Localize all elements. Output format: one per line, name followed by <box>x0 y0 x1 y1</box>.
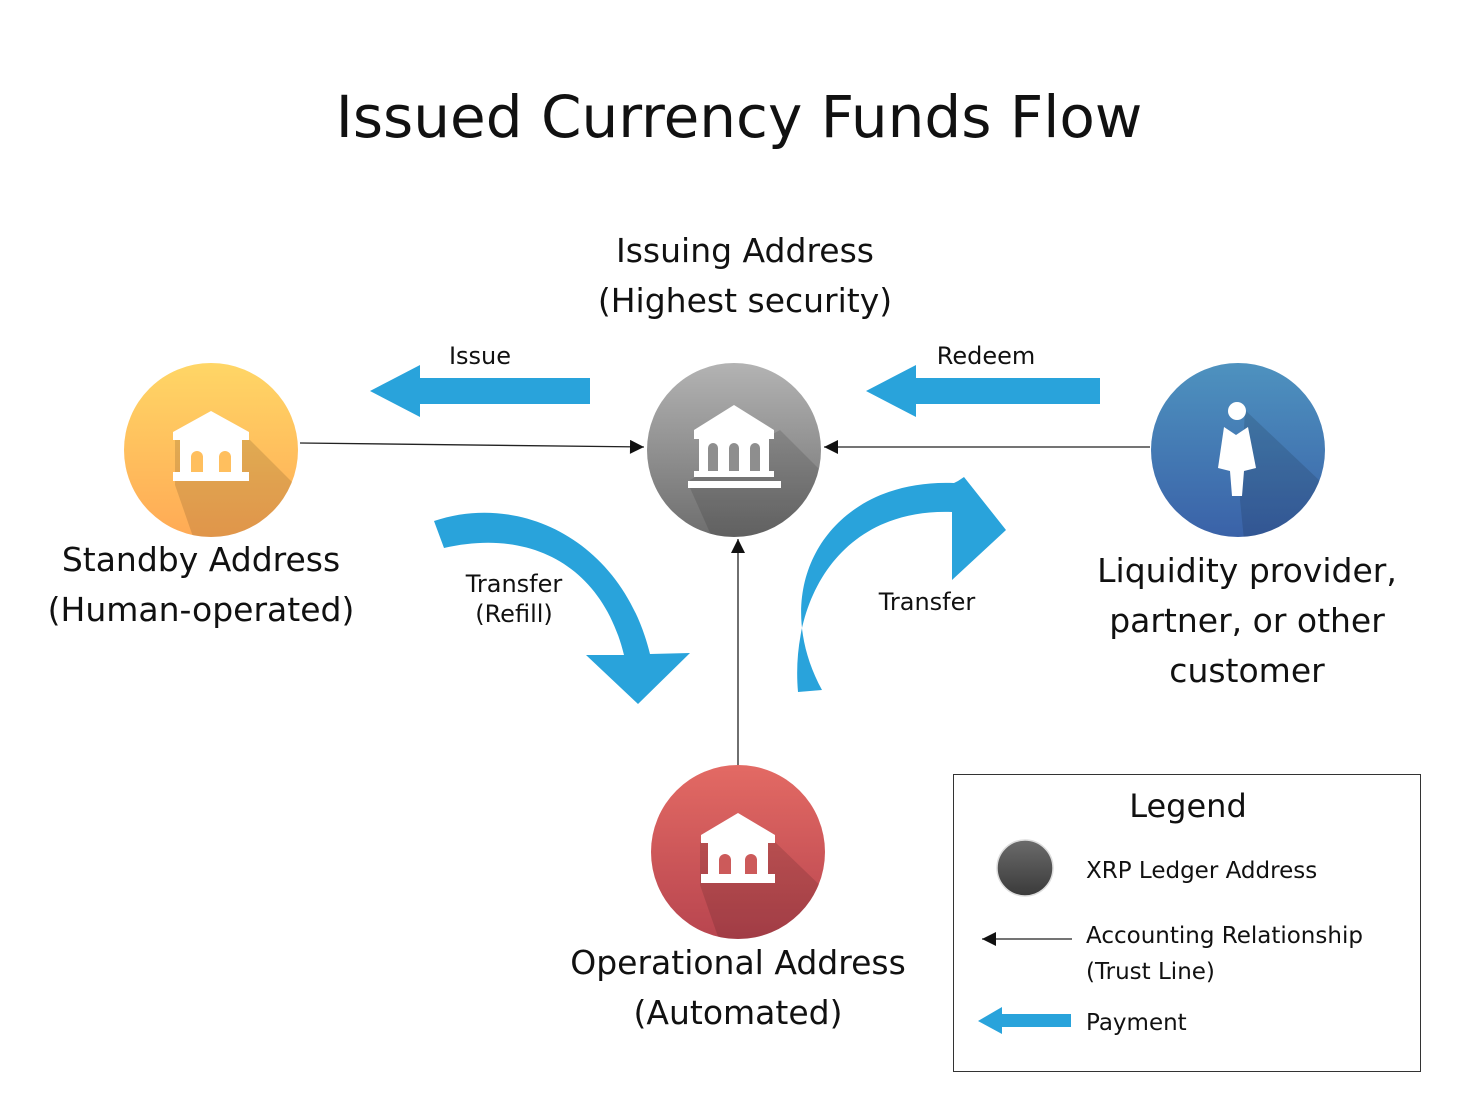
legend-trust-line-label: Accounting Relationship (Trust Line) <box>1086 918 1363 990</box>
operational-label-line2: (Automated) <box>633 993 843 1032</box>
standby-address-label: Standby Address (Human-operated) <box>0 535 402 635</box>
issuing-address-label: Issuing Address (Highest security) <box>545 226 945 326</box>
standby-address-node[interactable] <box>124 363 300 600</box>
legend-title: Legend <box>1129 787 1247 825</box>
operational-address-node[interactable] <box>651 765 830 1000</box>
redeem-label: Redeem <box>936 342 1036 370</box>
transfer-refill-arrow <box>434 512 690 704</box>
liquidity-label-line1: Liquidity provider, <box>1097 551 1397 590</box>
issuing-address-node[interactable] <box>647 363 830 600</box>
bank-icon <box>701 813 775 883</box>
operational-address-label: Operational Address (Automated) <box>488 938 988 1038</box>
standby-label-line2: (Human-operated) <box>47 590 355 629</box>
transfer-refill-line2: (Refill) <box>475 600 553 628</box>
bank-icon <box>173 411 249 481</box>
legend-payment-label: Payment <box>1086 1010 1187 1036</box>
bank-icon <box>688 405 781 488</box>
operational-label-line1: Operational Address <box>570 943 906 982</box>
liquidity-label-line2: partner, or other <box>1109 601 1385 640</box>
liquidity-provider-node[interactable] <box>1151 363 1340 600</box>
transfer-label: Transfer <box>878 588 976 616</box>
issuing-label-line1: Issuing Address <box>616 231 874 270</box>
standby-label-line1: Standby Address <box>61 540 341 579</box>
transfer-refill-line1: Transfer <box>465 570 563 598</box>
person-icon <box>1218 402 1256 496</box>
legend-payment-symbol <box>978 1007 1071 1034</box>
issue-label: Issue <box>448 342 512 370</box>
transfer-arrow <box>797 477 1006 692</box>
legend-address-label: XRP Ledger Address <box>1086 858 1318 884</box>
legend-trust-line-line1: Accounting Relationship <box>1086 923 1363 949</box>
legend-address-symbol <box>996 839 1054 897</box>
legend-trust-line-line2: (Trust Line) <box>1086 959 1215 985</box>
page-title: Issued Currency Funds Flow <box>335 83 1143 151</box>
transfer-refill-label: Transfer (Refill) <box>444 569 584 629</box>
redeem-payment-arrow <box>866 365 1100 417</box>
issuing-label-line2: (Highest security) <box>597 281 893 320</box>
legend: Legend XRP Ledger Address Accounting Rel… <box>953 774 1421 1072</box>
issue-payment-arrow <box>370 365 590 417</box>
liquidity-label-line3: customer <box>1169 651 1325 690</box>
trust-line-standby-to-issuing <box>299 439 645 454</box>
liquidity-provider-label: Liquidity provider, partner, or other cu… <box>1047 546 1447 696</box>
